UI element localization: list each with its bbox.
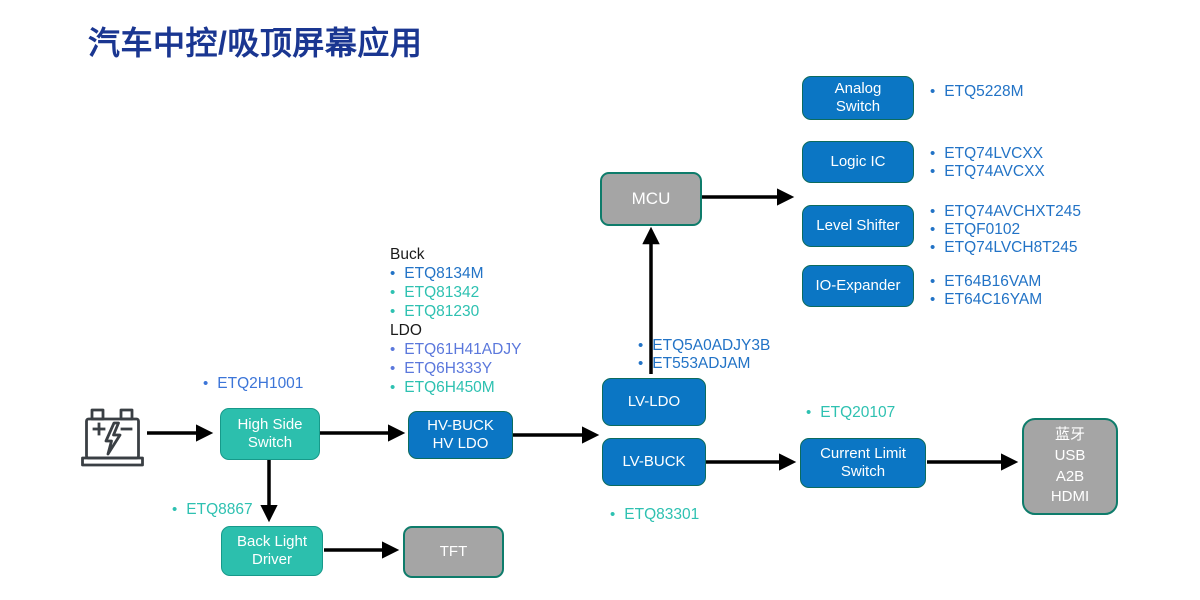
part-number-label: ETQ81342 [404, 284, 480, 301]
part-number-item: ET64B16VAM [930, 273, 1041, 291]
buck-ldo-part-list: Buck ETQ8134M ETQ81342 ETQ81230 LDO ETQ6… [390, 246, 521, 398]
part-number-item: ETQ74LVCH8T245 [930, 239, 1078, 257]
part-number-item: ETQ5A0ADJY3B [638, 337, 770, 355]
part-number-item: ETQ74LVCXX [930, 145, 1043, 163]
node-lv-ldo: LV-LDO [602, 378, 706, 426]
bullet-icon [638, 337, 643, 355]
part-number-label: ET553ADJAM [652, 355, 751, 372]
part-number-item: ETQ74AVCHXT245 [930, 203, 1081, 221]
part-number-label: ETQ74LVCXX [944, 145, 1044, 162]
part-number-label: ET64C16YAM [944, 291, 1043, 308]
bullet-icon [930, 291, 935, 309]
part-number-label: ETQ74AVCXX [944, 163, 1045, 180]
part-number-item: ETQ81342 [390, 284, 521, 303]
part-number-label: ETQ8867 [186, 501, 253, 518]
part-number-item: ETQ6H333Y [390, 360, 521, 379]
part-number-label: ETQ2H1001 [217, 375, 304, 392]
part-number-label: ETQ5A0ADJY3B [652, 337, 771, 354]
part-number-label: ETQ6H333Y [404, 360, 493, 377]
part-number-item: ETQ20107 [806, 404, 895, 422]
bullet-icon [930, 83, 935, 101]
node-connectivity-outputs: 蓝牙 USB A2B HDMI [1022, 418, 1118, 515]
part-number-label: ETQF0102 [944, 221, 1021, 238]
part-number-label: ETQ74AVCHXT245 [944, 203, 1081, 220]
part-number-item: ETQF0102 [930, 221, 1020, 239]
part-number-item: ETQ8867 [172, 501, 253, 519]
part-number-item: ETQ8134M [390, 265, 521, 284]
part-number-item: ET64C16YAM [930, 291, 1042, 309]
bullet-icon [390, 265, 395, 283]
bullet-icon [930, 221, 935, 239]
ldo-section-label: LDO [390, 322, 422, 339]
part-number-label: ETQ5228M [944, 83, 1024, 100]
part-number-label: ETQ83301 [624, 506, 700, 523]
node-analog-switch: Analog Switch [802, 76, 914, 120]
bullet-icon [638, 355, 643, 373]
part-number-label: ETQ8134M [404, 265, 484, 282]
node-io-expander: IO-Expander [802, 265, 914, 307]
node-hv-buck-hv-ldo: HV-BUCK HV LDO [408, 411, 513, 459]
part-number-item: ETQ61H41ADJY [390, 341, 521, 360]
bullet-icon [390, 360, 395, 378]
buck-section-label: Buck [390, 246, 425, 263]
car-battery-icon [81, 408, 144, 467]
part-number-label: ET64B16VAM [944, 273, 1042, 290]
node-level-shifter: Level Shifter [802, 205, 914, 247]
part-number-label: ETQ61H41ADJY [404, 341, 522, 358]
bullet-icon [930, 203, 935, 221]
node-high-side-switch: High Side Switch [220, 408, 320, 460]
bullet-icon [390, 284, 395, 302]
part-number-item: ETQ74AVCXX [930, 163, 1045, 181]
bullet-icon [806, 404, 811, 422]
node-current-limit-switch: Current Limit Switch [800, 438, 926, 488]
node-lv-buck: LV-BUCK [602, 438, 706, 486]
part-number-label: ETQ74LVCH8T245 [944, 239, 1078, 256]
bullet-icon [203, 375, 208, 393]
part-number-item: ETQ6H450M [390, 379, 521, 398]
page-title: 汽车中控/吸顶屏幕应用 [88, 25, 423, 61]
part-number-item: ETQ81230 [390, 303, 521, 322]
part-number-label: ETQ6H450M [404, 379, 495, 396]
bullet-icon [930, 163, 935, 181]
bullet-icon [172, 501, 177, 519]
bullet-icon [390, 303, 395, 321]
bullet-icon [930, 273, 935, 291]
part-number-item: ET553ADJAM [638, 355, 750, 373]
bullet-icon [930, 239, 935, 257]
bullet-icon [930, 145, 935, 163]
bullet-icon [390, 341, 395, 359]
node-logic-ic: Logic IC [802, 141, 914, 183]
part-number-item: ETQ2H1001 [203, 375, 303, 393]
bullet-icon [390, 379, 395, 397]
node-tft: TFT [403, 526, 504, 578]
bullet-icon [610, 506, 615, 524]
part-number-label: ETQ81230 [404, 303, 480, 320]
part-number-item: ETQ83301 [610, 506, 699, 524]
node-mcu: MCU [600, 172, 702, 226]
part-number-item: ETQ5228M [930, 83, 1024, 101]
part-number-label: ETQ20107 [820, 404, 896, 421]
node-back-light-driver: Back Light Driver [221, 526, 323, 576]
